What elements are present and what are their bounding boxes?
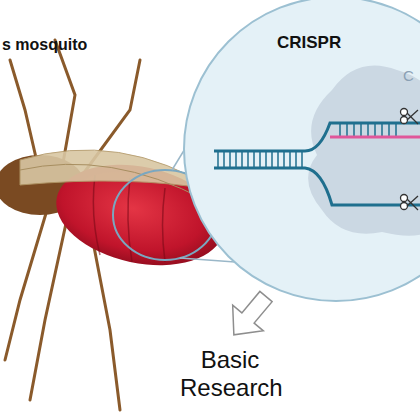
node-outline [302,60,420,238]
cas9-protein: C [302,60,420,238]
protein-name: C [403,68,414,85]
outcome-text: Basic Research [180,346,280,401]
organism-name: s mosquito [2,36,172,54]
zoom-circle: CRISPR C [183,0,420,302]
protein-shape [308,66,420,236]
section-heading: CRISPR [277,34,341,53]
